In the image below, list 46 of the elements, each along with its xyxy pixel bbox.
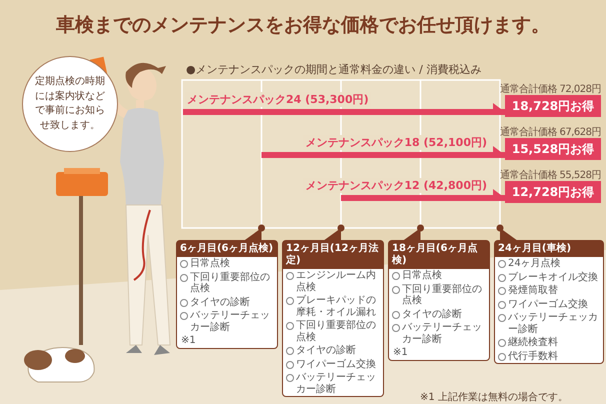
checklist-item: ワイパーゴム交換 <box>283 358 383 371</box>
regular-price-note: 通常合計価格 55,528円 <box>500 168 601 182</box>
checklist-item: 継続検査料 <box>495 336 603 350</box>
footnote-mark: ※1 <box>180 334 197 348</box>
checklist-item: 発煙筒取替 <box>495 284 603 298</box>
footnote-mark: ※1 <box>392 346 409 360</box>
checklist-item: バッテリーチェッカー診断 <box>389 321 489 346</box>
checklist-item: バッテリーチェッカー診断 <box>283 371 383 396</box>
checklist-item: タイヤの診断 <box>389 308 489 321</box>
savings-badge <box>505 138 601 160</box>
checklist-item: 下回り重要部位の点検 <box>389 282 489 308</box>
edge-label: メンテナンスパック12 (42,800円) <box>303 178 489 193</box>
savings-badge <box>505 95 601 117</box>
schedule-card <box>388 240 490 360</box>
checklist-item: 日常点検 <box>389 269 489 282</box>
arrow <box>341 189 505 201</box>
checklist-item: 24ヶ月点検 <box>495 257 603 270</box>
savings-text: 18,728円お得 <box>512 98 594 114</box>
checklist-item: ブレーキオイル交換 <box>495 270 603 284</box>
checklist-item: タイヤの診断 <box>177 296 277 309</box>
savings-text: 12,728円お得 <box>512 184 594 200</box>
arrow <box>183 103 505 115</box>
checklist-item: 日常点検 <box>177 257 277 270</box>
edge-label: メンテナンスパック18 (52,100円) <box>303 135 489 150</box>
schedule-card <box>176 240 278 348</box>
checklist-item: 代行手数料 <box>495 350 603 363</box>
footnote: ※1 上記作業は無料の場合です。 <box>420 390 568 404</box>
bubble-text: 定期点検の時期には案内状などで事前にお知らせ致します。 <box>34 75 106 132</box>
arrow <box>262 146 505 158</box>
checklist-item: バッテリーチェッカー診断 <box>177 309 277 334</box>
schedule-card <box>494 240 604 364</box>
checklist-item: 下回り重要部位の点検 <box>283 319 383 344</box>
checklist-item: タイヤの診断 <box>283 344 383 358</box>
checklist-item: ワイパーゴム交換 <box>495 298 603 311</box>
checklist-item: 下回り重要部位の点検 <box>177 270 277 296</box>
chart-subtitle: ●メンテナンスパックの期間と通常料金の違い / 消費税込み <box>186 62 482 77</box>
title: 車検までのメンテナンスをお得な価格でお任せ頂けます。 <box>55 13 551 38</box>
checklist-item: エンジンルーム内点検 <box>283 269 383 294</box>
checklist-item: ブレーキパッドの摩耗・オイル漏れ <box>283 294 383 319</box>
regular-price-note: 通常合計価格 72,028円 <box>500 82 601 96</box>
checklist-item: バッテリーチェッカー診断 <box>495 311 603 336</box>
edge-label: メンテナンスパック24 (53,300円) <box>185 92 371 107</box>
regular-price-note: 通常合計価格 67,628円 <box>500 126 601 139</box>
schedule-card <box>282 240 384 397</box>
savings-text: 15,528円お得 <box>512 140 594 158</box>
savings-badge <box>505 181 601 203</box>
